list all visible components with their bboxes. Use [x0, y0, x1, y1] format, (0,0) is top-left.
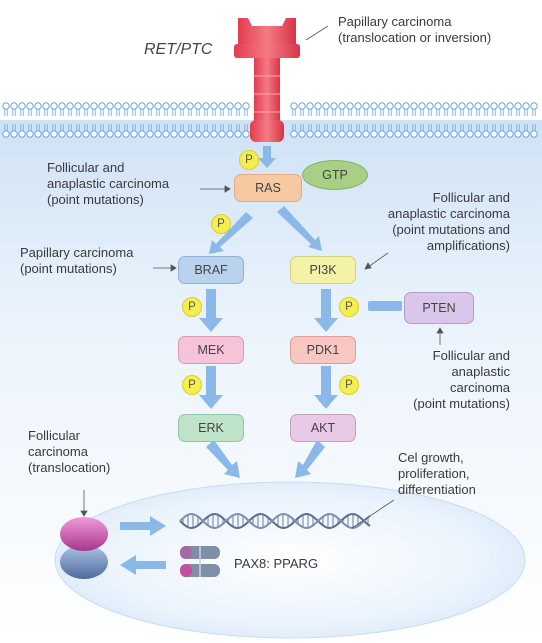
annotation-line: (point mutations and [392, 222, 510, 237]
annotation-line: Follicular [28, 428, 81, 443]
annotation-papillary-braf: Papillary carcinoma (point mutations) [20, 245, 133, 277]
label-pax8-pparg: PAX8: PPARG [234, 556, 319, 571]
node-pi3k: PI3K [290, 256, 356, 284]
annotation-papillary-translocation: Papillary carcinoma (translocation or in… [338, 14, 491, 46]
phosphate-icon: P [339, 297, 359, 317]
annotation-line: Follicular and [47, 160, 125, 175]
annotation-line: proliferation, [398, 466, 470, 481]
phosphate-icon: P [182, 297, 202, 317]
arrow-translocation-nucleus [120, 516, 166, 536]
arrow-ras-braf [209, 212, 253, 254]
node-pten: PTEN [404, 292, 474, 324]
arrow-ras-pi3k [277, 206, 322, 251]
phosphate-icon: P [239, 150, 259, 170]
annotation-line: anaplastic [451, 364, 510, 379]
annotation-line: Follicular and [432, 348, 510, 363]
annotation-line: amplifications) [426, 238, 510, 253]
annotation-line: Follicular and [432, 190, 510, 205]
annotation-nucleus-effects: Cel growth, proliferation, differentiati… [398, 450, 476, 498]
phosphate-icon: P [211, 214, 231, 234]
annotation-line: carcinoma [450, 380, 510, 395]
node-gtp: GTP [302, 160, 368, 190]
annotation-line: Cel growth, [398, 450, 464, 465]
node-erk: ERK [178, 414, 244, 442]
receptor-label: RET/PTC [144, 41, 213, 58]
annotation-line: (point mutations) [20, 261, 117, 276]
pointer-line [351, 499, 395, 529]
arrow-receptor-ras [258, 146, 276, 168]
arrow-erk-nucleus [206, 440, 240, 478]
pten-inhibition-bar [368, 301, 402, 311]
annotation-line: carcinoma [28, 444, 88, 459]
annotation-follicular-anaplastic-pi3k: Follicular and anaplastic carcinoma (poi… [360, 190, 510, 254]
annotation-line: (point mutations) [413, 396, 510, 411]
arrow-pdk1-akt [314, 366, 338, 409]
ret-ptc-receptor-icon [234, 18, 300, 142]
annotation-line: (translocation) [28, 460, 111, 475]
pointer-line [305, 25, 329, 41]
arrow-nucleus-out [120, 555, 166, 575]
arrow-mek-erk [199, 366, 223, 409]
node-braf: BRAF [178, 256, 244, 284]
annotation-line: (point mutations) [47, 192, 144, 207]
annotation-line: Papillary carcinoma [20, 245, 134, 260]
node-ras: RAS [234, 174, 302, 202]
arrow-akt-nucleus [295, 440, 325, 478]
node-akt: AKT [290, 414, 356, 442]
annotation-follicular-anaplastic-pten: Follicular and anaplastic carcinoma (poi… [380, 348, 510, 412]
phosphate-icon: P [182, 375, 202, 395]
annotation-line: anaplastic carcinoma [47, 176, 170, 191]
annotation-line: anaplastic carcinoma [387, 206, 510, 221]
annotation-line: differentiation [398, 482, 476, 497]
annotation-follicular-anaplastic-ras: Follicular and anaplastic carcinoma (poi… [47, 160, 169, 208]
arrow-braf-mek [199, 289, 223, 332]
annotation-line: (translocation or inversion) [338, 30, 492, 45]
cell-membrane [2, 102, 538, 138]
node-mek: MEK [178, 336, 244, 364]
nucleus [54, 481, 526, 639]
phosphate-icon: P [339, 375, 359, 395]
annotation-follicular-translocation: Follicular carcinoma (translocation) [28, 428, 110, 476]
annotation-line: Papillary carcinoma [338, 14, 452, 29]
translocation-protein-icon [60, 517, 108, 579]
pax8-pparg-fusion-icon [180, 546, 220, 577]
arrow-pi3k-pdk1 [314, 289, 338, 332]
pointer-line [367, 252, 389, 268]
node-pdk1: PDK1 [290, 336, 356, 364]
